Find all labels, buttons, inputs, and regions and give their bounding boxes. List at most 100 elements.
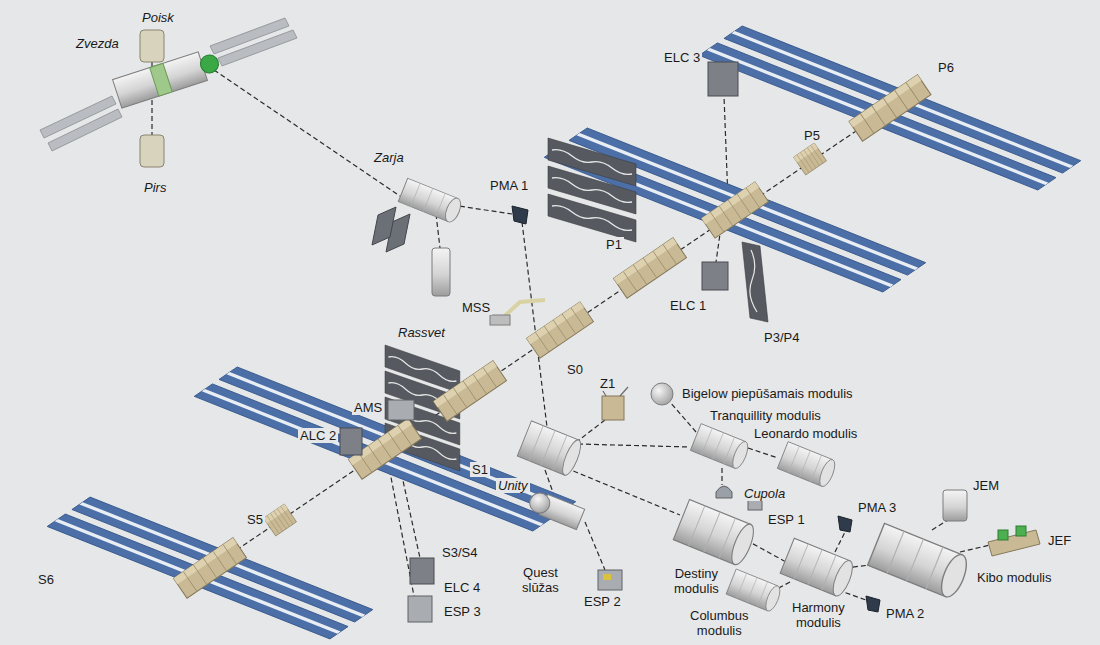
module-label: AMS (352, 400, 384, 415)
module-label: Z1 (598, 376, 617, 391)
module-label: Kibo modulis (975, 570, 1053, 585)
elc-carrier (708, 62, 738, 96)
radiator (548, 194, 636, 242)
module-label: P6 (936, 60, 956, 75)
module-label: Unity (496, 478, 530, 493)
dashed-line (452, 205, 512, 214)
module-label: Rassvet (396, 325, 447, 340)
dashed-line (746, 540, 786, 562)
dashed-line (436, 214, 440, 248)
module-label: MSS (460, 300, 492, 315)
dashed-line (835, 532, 845, 552)
destiny-module (673, 500, 758, 568)
unity-module (517, 421, 584, 477)
zvezda-panels (40, 18, 297, 151)
columbus-module (726, 569, 783, 613)
truss-segment (794, 143, 827, 175)
dashed-line (210, 108, 890, 568)
module-label: PMA 3 (856, 500, 898, 515)
truss-segment (701, 182, 768, 238)
z1-body (602, 396, 624, 420)
module-band (150, 63, 173, 96)
pma-adapter (866, 596, 880, 612)
jef-platform (988, 526, 1040, 556)
module-label: S1 (470, 462, 490, 477)
esp-platform (598, 570, 622, 590)
truss-segment (849, 75, 931, 141)
dashed-line (721, 468, 722, 485)
dashed-line (960, 545, 990, 552)
module-label: PMA 1 (488, 178, 530, 193)
module-label: ESP 1 (766, 512, 807, 527)
module-label: S5 (245, 512, 265, 527)
rassvet-module (432, 248, 450, 296)
module-label: Zarja (372, 150, 406, 165)
module-label: ELC 1 (668, 298, 708, 313)
platform (988, 530, 1040, 556)
payload (998, 530, 1008, 540)
radiator-line (750, 250, 757, 312)
esp-detail (603, 574, 611, 580)
dashed-line (748, 448, 778, 458)
jem-logistics (943, 490, 967, 521)
dashed-line (579, 420, 605, 440)
module-label: P3/P4 (762, 330, 801, 345)
module-label: P5 (802, 128, 822, 143)
radiator (742, 242, 768, 322)
module-label: ELC 4 (442, 580, 482, 595)
panel (218, 30, 297, 66)
elc-carrier (410, 558, 434, 584)
payload (1016, 526, 1026, 536)
dashed-line (585, 522, 605, 570)
dashed-line (214, 70, 400, 196)
alc-carrier (340, 428, 362, 455)
module-label: Cupola (742, 486, 787, 501)
module-label: Bigelow piepūšamais modulis (680, 386, 855, 401)
module-label: JEM (971, 478, 1001, 493)
z1-truss (600, 386, 628, 420)
bigelow-module (651, 383, 673, 405)
truss-segment (526, 302, 593, 358)
dashed-line (566, 468, 680, 515)
pirs-module (140, 135, 164, 167)
ams-experiment (388, 400, 414, 420)
module-label: S3/S4 (440, 545, 479, 560)
solar-array (47, 497, 373, 639)
module-label: Tranquillity modulis (708, 408, 823, 423)
module-label: Columbus modulis (688, 608, 751, 638)
mss-arm (490, 300, 545, 325)
cupola (716, 486, 732, 498)
kibo-module (868, 523, 972, 600)
elc-carrier (702, 262, 728, 290)
truss-segment (173, 538, 246, 598)
connection-lines (152, 62, 990, 600)
zvezda-module (113, 47, 223, 108)
truss-segment (613, 238, 686, 298)
module-label: ALC 2 (298, 428, 338, 443)
panel (372, 207, 396, 245)
zarja-module (372, 178, 464, 252)
docking-node (198, 53, 221, 76)
module-label: JEF (1046, 533, 1073, 548)
module-label: ESP 3 (442, 604, 483, 619)
leonardo-module (777, 442, 837, 489)
solar-array (699, 26, 1080, 190)
quest-airlock (526, 489, 584, 530)
module-label: ESP 2 (582, 594, 623, 609)
module-label: Destiny modulis (672, 566, 721, 596)
module-label: PMA 2 (884, 606, 926, 621)
truss-segment (264, 504, 297, 536)
airlock-end (527, 490, 553, 516)
module-label: ELC 3 (662, 50, 702, 65)
solar-array (194, 367, 575, 531)
module-label: S0 (565, 362, 585, 377)
pma-adapter (838, 516, 852, 532)
esp-platform (408, 596, 432, 622)
poisk-module (140, 30, 164, 62)
solar-array (544, 128, 925, 292)
module-body (398, 178, 463, 224)
module-label: Pirs (142, 180, 168, 195)
pma-adapter (512, 206, 528, 224)
